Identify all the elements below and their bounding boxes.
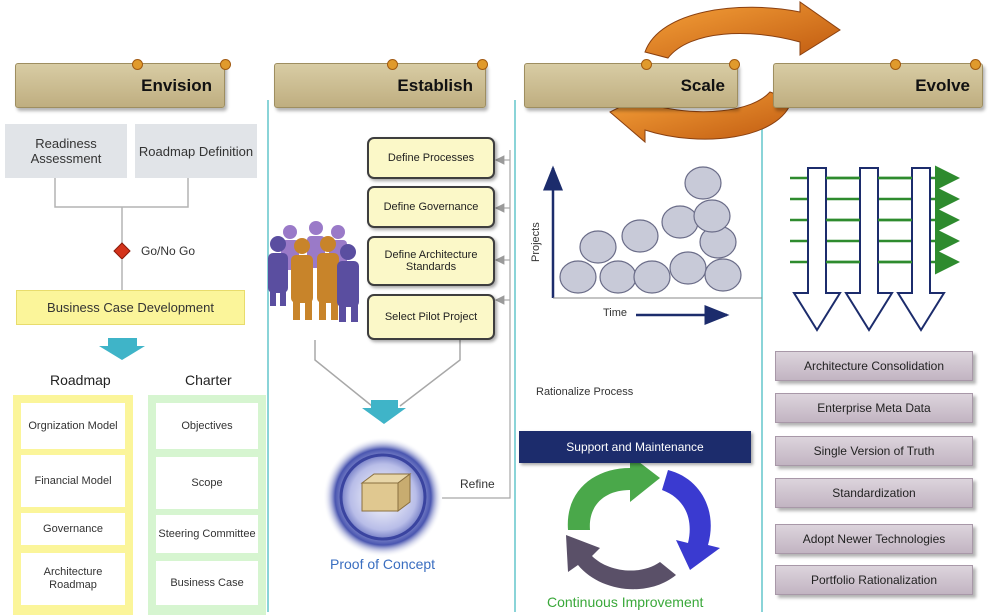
list-item: Scope — [156, 457, 258, 509]
readiness-assessment-box: Readiness Assessment — [5, 124, 127, 178]
phase-title: Evolve — [915, 76, 970, 95]
phase-header-establish: Establish — [274, 59, 488, 108]
define-processes-box: Define Processes — [367, 137, 495, 179]
pin-icon — [477, 59, 488, 70]
rationalize-process-label: Rationalize Process — [536, 386, 634, 398]
evolve-item: Portfolio Rationalization — [775, 565, 973, 595]
evolve-item: Enterprise Meta Data — [775, 393, 973, 423]
define-architecture-standards-box: Define Architecture Standards — [367, 236, 495, 286]
people-group-icon — [268, 221, 359, 322]
time-axis-label: Time — [603, 307, 628, 319]
list-item: Business Case — [156, 561, 258, 605]
phase-header-evolve: Evolve — [773, 59, 983, 108]
pin-icon — [641, 59, 652, 70]
pin-icon — [890, 59, 901, 70]
cycle-arrows-icon — [609, 1, 841, 144]
pin-icon — [220, 59, 231, 70]
pin-icon — [729, 59, 740, 70]
projects-time-chart — [543, 165, 762, 325]
select-pilot-project-box: Select Pilot Project — [367, 294, 495, 340]
proof-of-concept-icon — [323, 437, 443, 557]
evolve-graphic — [790, 165, 960, 332]
projects-axis-label: Projects — [530, 222, 542, 262]
evolve-item: Adopt Newer Technologies — [775, 524, 973, 554]
charter-header: Charter — [185, 372, 232, 388]
list-item: Governance — [21, 513, 125, 545]
list-item: Objectives — [156, 403, 258, 449]
roadmap-list: Orgnization Model Financial Model Govern… — [13, 395, 133, 615]
list-item: Orgnization Model — [21, 403, 125, 449]
pin-icon — [970, 59, 981, 70]
pin-icon — [132, 59, 143, 70]
continuous-improvement-label: Continuous Improvement — [547, 594, 704, 610]
phase-header-scale: Scale — [524, 59, 740, 108]
proof-of-concept-label: Proof of Concept — [330, 556, 436, 572]
phase-title: Scale — [680, 76, 725, 95]
roadmap-definition-box: Roadmap Definition — [135, 124, 257, 178]
charter-list: Objectives Scope Steering Committee Busi… — [148, 395, 266, 615]
list-item: Financial Model — [21, 455, 125, 507]
phase-title: Envision — [141, 76, 212, 95]
evolve-item: Architecture Consolidation — [775, 351, 973, 381]
support-maintenance-bar: Support and Maintenance — [519, 431, 751, 463]
define-governance-box: Define Governance — [367, 186, 495, 228]
phase-header-envision: Envision — [15, 59, 231, 108]
go-no-go-label: Go/No Go — [141, 244, 196, 258]
evolve-item: Standardization — [775, 478, 973, 508]
roadmap-header: Roadmap — [50, 372, 111, 388]
refine-label: Refine — [460, 477, 495, 491]
decision-diamond-icon — [113, 242, 131, 260]
evolve-item: Single Version of Truth — [775, 436, 973, 466]
continuous-improvement-cycle-icon — [566, 455, 720, 590]
business-case-development-bar: Business Case Development — [16, 290, 245, 325]
down-arrow-icon — [362, 400, 406, 424]
list-item: Steering Committee — [156, 515, 258, 553]
pin-icon — [387, 59, 398, 70]
down-arrow-icon — [99, 338, 145, 360]
list-item: Architecture Roadmap — [21, 553, 125, 605]
phase-title: Establish — [397, 76, 473, 95]
